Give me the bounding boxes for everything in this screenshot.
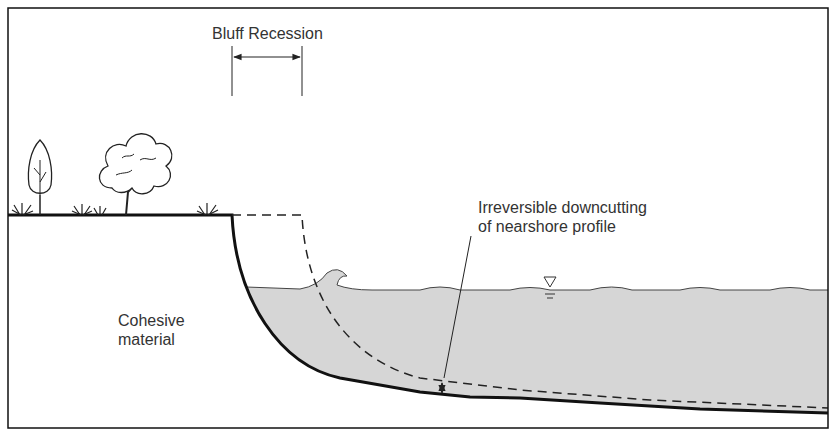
water-level-symbol <box>544 277 556 287</box>
shrub <box>94 206 106 215</box>
shrub <box>12 203 33 215</box>
dimension-arrow <box>234 56 300 57</box>
shrub <box>72 204 92 215</box>
water-level-tick <box>545 294 555 295</box>
tree-branches <box>34 160 46 195</box>
leader-line <box>444 236 471 378</box>
downcutting-arrow <box>441 383 442 393</box>
callout-label: Irreversible downcutting of nearshore pr… <box>478 198 664 236</box>
shrub <box>197 203 218 215</box>
water-level-tick <box>547 298 553 299</box>
water-surface <box>246 270 828 290</box>
dimension-tick <box>232 46 233 96</box>
frame <box>8 8 828 428</box>
present-profile <box>8 215 828 413</box>
material-label: Cohesive material <box>118 311 208 349</box>
former-profile <box>232 215 828 408</box>
dimension-tick <box>302 46 303 96</box>
cohesive-land <box>8 215 828 428</box>
tree-crown <box>99 134 171 194</box>
tree-trunk <box>39 195 41 215</box>
tree-texture <box>116 154 156 175</box>
dimension-label: Bluff Recession <box>212 24 323 43</box>
